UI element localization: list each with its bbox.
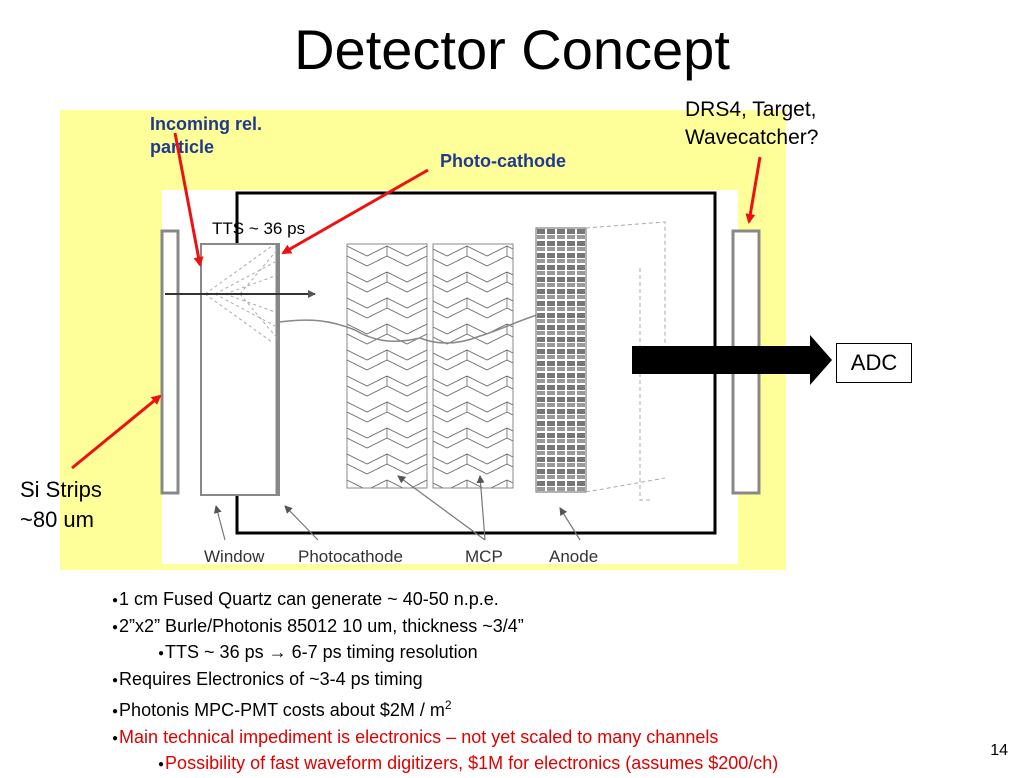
caption-mcp: MCP [465,547,503,566]
arrow-si-strips [71,394,162,470]
signal-output-arrow [632,335,832,385]
si-strip-left [160,229,180,495]
bullet-subitem: ●Possibility of fast waveform digitizers… [158,753,779,773]
anode-readout-lines [585,221,666,501]
mcp-plate-2 [432,243,514,489]
anode-pad [535,227,587,493]
bullet-item: ●Requires Electronics of ~3-4 ps timing [112,668,423,689]
superscript: 2 [444,698,452,712]
drs4-line-1: DRS4, Target, [685,98,817,121]
incoming-particle-label-2: particle [150,137,214,157]
arrow-incoming-particle [173,132,204,267]
page-number: 14 [990,742,1008,759]
si-strips-line-2: ~80 um [20,507,94,532]
slide-title: Detector Concept [294,18,730,81]
si-strips-annotation: Si Strips ~80 um [20,475,102,535]
caption-photocathode: Photocathode [298,547,403,566]
bullet-item: ●Main technical impediment is electronic… [112,726,719,747]
bullet-item: ●2”x2” Burle/Photonis 85012 10 um, thick… [112,615,524,636]
caption-window: Window [204,547,265,566]
arrow-drs4 [745,156,762,224]
caption-anode: Anode [549,547,598,566]
cherenkov-light [204,245,278,343]
si-strips-line-1: Si Strips [20,477,102,502]
mcp-plate-1 [346,243,428,489]
drs4-annotation: DRS4, Target, Wavecatcher? [685,96,818,152]
bullet-list: ●1 cm Fused Quartz can generate ~ 40-50 … [112,587,778,778]
quartz-window [200,243,280,496]
caption-pointers [213,475,581,541]
bullet-item: ●1 cm Fused Quartz can generate ~ 40-50 … [112,589,499,609]
photocathode-label: Photo-cathode [440,151,566,171]
bullet-item: ●Photonis MPC-PMT costs about $2M / m2 [112,698,452,720]
drs4-line-2: Wavecatcher? [685,126,819,149]
incoming-particle-label: Incoming rel. [150,114,262,134]
arrow-photocathode [281,168,429,255]
tts-annotation: TTS ~ 36 ps [212,219,306,238]
adc-box: ADC [836,343,912,383]
red-arrows [71,132,762,470]
electron-path [278,313,541,344]
bullet-subitem: ●TTS ~ 36 ps → 6-7 ps timing resolution [158,642,478,662]
